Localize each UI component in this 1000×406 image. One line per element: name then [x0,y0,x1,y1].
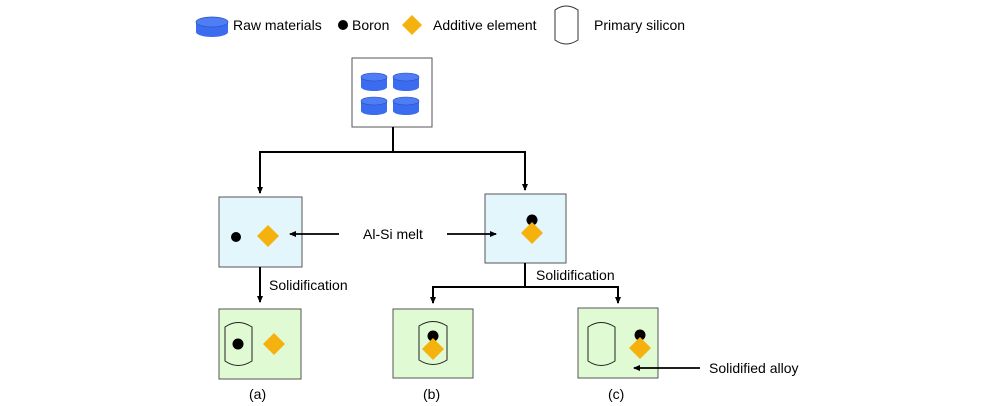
primary-silicon-crystal [587,322,616,366]
legend-raw-materials: Raw materials [233,17,322,33]
solidification-label-right: Solidification [536,267,615,283]
additive-particle [263,333,285,355]
boron-particle [231,232,241,242]
primary-silicon-crystal [418,321,448,365]
solid-box-a [218,308,302,380]
solidified-alloy-label: Solidified alloy [709,360,799,376]
solid-box-b [392,308,474,379]
legend-additive: Additive element [433,17,537,33]
additive-particle [422,338,444,360]
fork-raw-to-melt [257,127,528,194]
legend-primary-silicon: Primary silicon [594,17,685,33]
case-c-label: (c) [608,386,624,402]
additive-particle [257,225,279,247]
boron-legend-icon [338,20,348,30]
melt-box-right [484,193,567,264]
raw-materials-legend-icon [195,16,229,37]
boron-particle [526,214,538,226]
melt-box-left [218,196,303,268]
fork-solidification-right [430,263,621,304]
primary-silicon-legend-icon [554,5,579,45]
boron-particle [634,329,646,341]
legend-boron: Boron [352,17,389,33]
additive-legend-icon [402,15,422,35]
solidification-label-left: Solidification [269,277,348,293]
additive-particle [521,222,543,244]
raw-materials-box [351,57,433,128]
primary-silicon-crystal [224,322,253,366]
boron-particle [427,330,439,342]
legend: Raw materials Boron Additive element Pri… [195,5,685,45]
boron-particle [232,338,244,350]
case-a-label: (a) [249,386,266,402]
melt-label: Al-Si melt [363,226,423,242]
solid-box-c [577,307,659,379]
case-b-label: (b) [423,386,440,402]
additive-particle [629,337,651,359]
